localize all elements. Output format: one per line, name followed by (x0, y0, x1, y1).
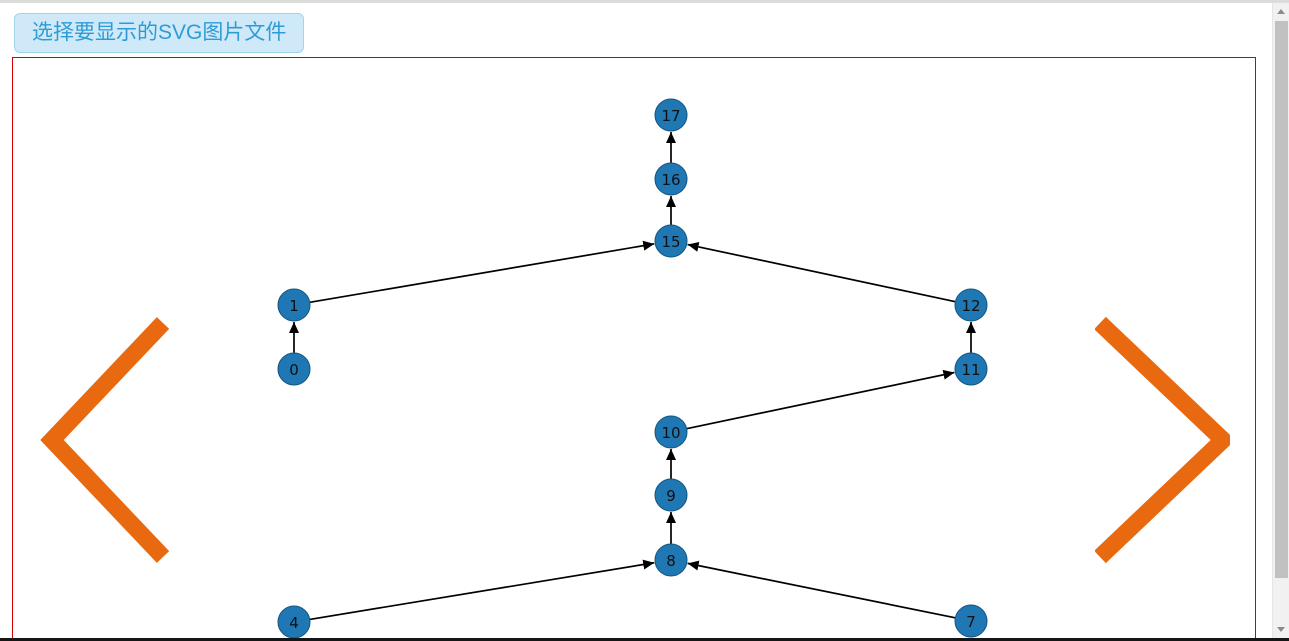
window-top-edge (0, 0, 1289, 3)
node-label: 9 (666, 487, 676, 505)
scroll-down-button[interactable] (1273, 621, 1289, 638)
node-circle (954, 352, 988, 386)
node-label: 10 (661, 424, 680, 442)
node-circle (277, 288, 311, 322)
node-label: 7 (966, 613, 976, 631)
graph-node-15: 15 (654, 224, 688, 258)
graph-node-7: 7 (954, 604, 988, 638)
node-circle (654, 543, 688, 577)
scroll-up-button[interactable] (1273, 3, 1289, 20)
chevron-right-icon (1095, 316, 1230, 564)
graph-node-1: 1 (277, 288, 311, 322)
graph-node-11: 11 (954, 352, 988, 386)
node-circle (654, 98, 688, 132)
node-label: 16 (661, 171, 680, 189)
node-label: 15 (661, 233, 680, 251)
node-label: 0 (289, 361, 299, 379)
select-svg-file-button[interactable]: 选择要显示的SVG图片文件 (14, 13, 305, 53)
graph-node-17: 17 (654, 98, 688, 132)
graph-edge-1-15 (309, 240, 655, 304)
graph-nodes: 0 1 4 7 8 9 10 11 12 15 16 17 (277, 98, 988, 639)
graph-node-16: 16 (654, 162, 688, 196)
graph-edge-4-8 (309, 559, 655, 621)
graph-node-4: 4 (277, 605, 311, 639)
chevron-left-icon (40, 317, 170, 563)
node-label: 17 (661, 107, 680, 125)
node-circle (277, 352, 311, 386)
svg-viewer-frame (12, 57, 1256, 641)
node-label: 12 (961, 297, 980, 315)
scrollbar-thumb[interactable] (1275, 21, 1288, 578)
graph-edge-10-11 (686, 369, 955, 430)
scroll-up-arrow-icon (1277, 9, 1285, 14)
prev-image-button[interactable] (40, 315, 175, 565)
graph-edge-12-15 (687, 241, 956, 303)
node-circle (654, 478, 688, 512)
node-label: 8 (666, 552, 676, 570)
node-circle (654, 162, 688, 196)
graph-edges (289, 132, 976, 621)
node-circle (654, 224, 688, 258)
node-circle (654, 415, 688, 449)
graph-node-8: 8 (654, 543, 688, 577)
node-circle (954, 604, 988, 638)
vertical-scrollbar[interactable] (1272, 0, 1289, 641)
graph-node-9: 9 (654, 478, 688, 512)
next-image-button[interactable] (1095, 315, 1230, 565)
node-label: 1 (289, 297, 299, 315)
graph-node-12: 12 (954, 288, 988, 322)
scroll-down-arrow-icon (1277, 627, 1285, 632)
node-label: 11 (961, 361, 980, 379)
graph-node-10: 10 (654, 415, 688, 449)
graph-node-0: 0 (277, 352, 311, 386)
node-label: 4 (289, 614, 299, 632)
graph-edge-7-8 (687, 560, 956, 619)
node-circle (954, 288, 988, 322)
window-bottom-edge (0, 638, 1289, 641)
